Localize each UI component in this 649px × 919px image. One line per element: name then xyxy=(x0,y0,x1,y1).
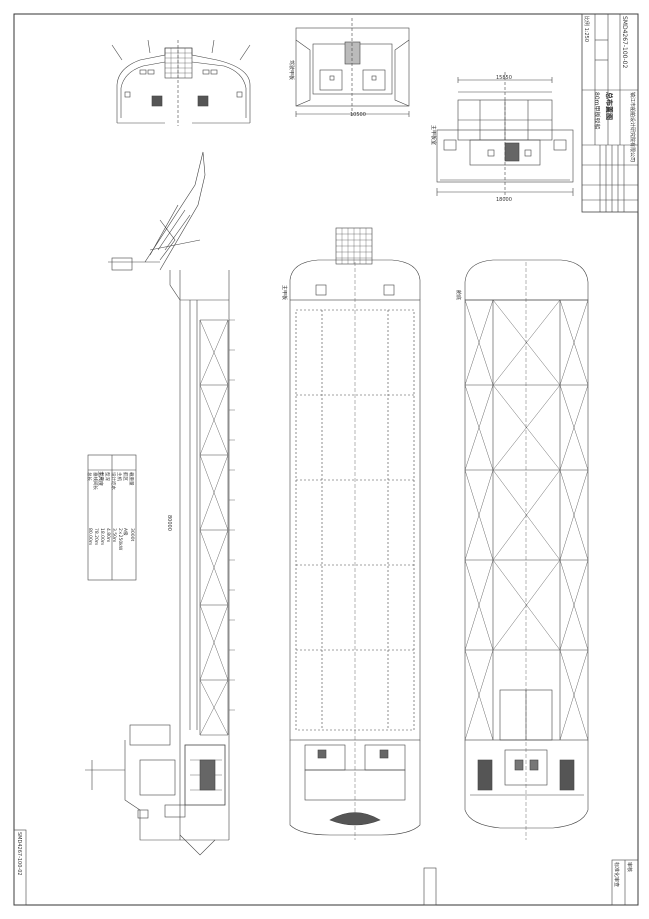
border-code-box xyxy=(13,829,27,906)
title-block xyxy=(581,13,639,213)
border-code: SMD4267-100-02 xyxy=(16,832,22,876)
label-deckhouse-main: 主甲板室 xyxy=(430,125,436,146)
deckhouse-plan-top xyxy=(295,18,410,117)
particular-value: 80.00m xyxy=(87,528,92,546)
dim-house-width-3: 18000 xyxy=(496,197,512,203)
label-deckhouse-top: 驾驶甲板 xyxy=(288,60,294,81)
particular-value: 3.50m xyxy=(111,528,116,543)
drawing-number: SMD4267-100-02 xyxy=(621,16,628,69)
particulars-table xyxy=(87,454,137,581)
label-hold: 舱底 xyxy=(455,290,461,301)
deckhouse-plan-main xyxy=(436,72,574,198)
particular-label: 载重量 xyxy=(128,472,133,486)
ship-name: 80m甲板驳船 xyxy=(593,92,600,130)
stamp-standard: 标准化审查 xyxy=(613,862,619,888)
particular-value: 78.20m xyxy=(93,528,98,546)
dim-side-length: 80000 xyxy=(166,515,172,531)
hold-plan xyxy=(464,259,589,840)
label-main-deck: 主甲板 xyxy=(281,285,287,301)
dim-house-width-2: 15850 xyxy=(496,75,512,81)
main-deck-plan xyxy=(289,227,421,840)
dim-deckhouse-width: 10500 xyxy=(350,112,366,118)
particular-value: 18.00m xyxy=(99,528,104,546)
particular-value: 4.80m xyxy=(105,528,110,543)
company-name: 镇江市船舶设计研究院有限公司 xyxy=(629,92,635,163)
particular-value: A级 xyxy=(122,528,127,536)
bow-section-view xyxy=(111,39,251,126)
drawing-title: 总布置图 xyxy=(605,92,613,120)
scale-note: 比例 1:250 xyxy=(583,16,589,42)
outer-frame xyxy=(13,13,639,906)
stamp-review: 审核 xyxy=(626,862,632,873)
side-elevation xyxy=(85,151,235,856)
particular-value: 3000t xyxy=(129,528,134,542)
